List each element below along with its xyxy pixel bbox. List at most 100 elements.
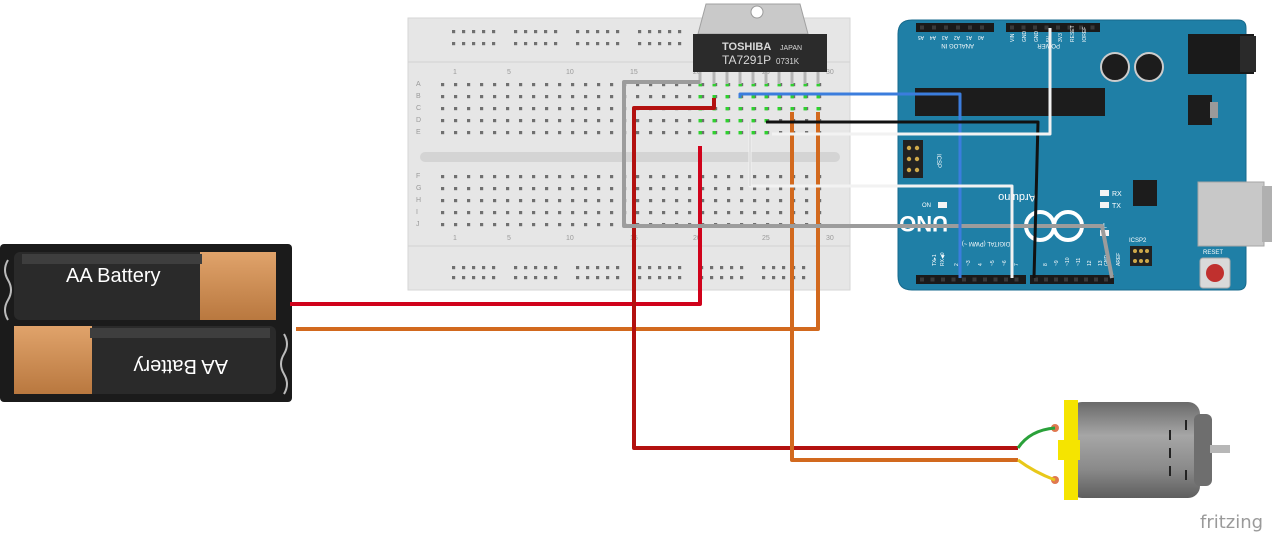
breadboard-hole <box>532 95 536 99</box>
breadboard-hole <box>649 83 653 87</box>
header-pin[interactable] <box>1090 25 1095 30</box>
header-pin[interactable] <box>1079 25 1083 30</box>
pin-label-4: 4 <box>978 263 984 266</box>
ta7291p-chip: TOSHIBA JAPAN TA7291P 0731K <box>693 3 827 84</box>
header-pin[interactable] <box>1033 25 1037 30</box>
header-pin[interactable] <box>972 277 977 282</box>
row-label-j: J <box>416 221 420 228</box>
breadboard-hole <box>740 187 744 191</box>
header-pins <box>920 25 1108 282</box>
header-pin[interactable] <box>920 25 924 30</box>
breadboard-hole <box>597 211 601 215</box>
pin-label-9: ~9 <box>1054 260 1060 266</box>
breadboard-hole <box>648 266 652 270</box>
pin-label-11: ~11 <box>1076 258 1082 266</box>
header-pin[interactable] <box>930 277 935 282</box>
header-pin[interactable] <box>983 277 987 282</box>
header-pin[interactable] <box>1021 25 1026 30</box>
connected-hole <box>751 95 755 99</box>
breadboard-hole <box>688 175 692 179</box>
icsp2-label: ICSP2 <box>1129 238 1147 244</box>
chip-leg <box>816 72 820 84</box>
breadboard-hole <box>648 30 652 34</box>
breadboard-hole <box>454 95 458 99</box>
breadboard-hole <box>649 187 653 191</box>
header-pin[interactable] <box>956 25 960 30</box>
connected-hole <box>751 107 755 111</box>
breadboard-hole <box>554 266 558 270</box>
breadboard-hole <box>576 30 580 34</box>
breadboard-hole <box>467 199 471 203</box>
breadboard-hole <box>658 266 662 270</box>
breadboard-hole <box>727 187 731 191</box>
header-pin[interactable] <box>1056 25 1060 30</box>
header-pin[interactable] <box>1044 25 1049 30</box>
breadboard-hole <box>701 119 705 123</box>
header-pin[interactable] <box>1084 277 1088 282</box>
header-pin[interactable] <box>1104 277 1108 282</box>
breadboard-hole <box>675 95 679 99</box>
breadboard-hole <box>662 187 666 191</box>
chip-part-number: TA7291P <box>722 53 771 67</box>
breadboard-hole <box>701 131 705 135</box>
connected-hole <box>698 95 702 99</box>
header-pin[interactable] <box>1064 277 1068 282</box>
breadboard-hole <box>662 83 666 87</box>
header-pin[interactable] <box>920 277 924 282</box>
header-pin[interactable] <box>951 277 956 282</box>
header-pin[interactable] <box>1074 277 1078 282</box>
breadboard-hole <box>688 187 692 191</box>
col-num-top-10: 10 <box>566 69 574 76</box>
wires <box>290 28 1114 482</box>
header-pin[interactable] <box>980 25 984 30</box>
breadboard-hole <box>658 276 662 280</box>
breadboard-hole <box>493 95 497 99</box>
breadboard-hole <box>740 199 744 203</box>
breadboard-hole <box>584 131 588 135</box>
connected-hole <box>738 131 742 135</box>
chip-date-code: 0731K <box>776 57 800 66</box>
breadboard-hole <box>467 107 471 111</box>
breadboard-hole <box>636 95 640 99</box>
breadboard-hole <box>492 42 496 46</box>
header-pin[interactable] <box>1014 277 1019 282</box>
breadboard-hole <box>519 199 523 203</box>
breadboard-hole <box>597 83 601 87</box>
battery-spring-2 <box>280 333 288 395</box>
header-pin[interactable] <box>962 277 966 282</box>
header-pin[interactable] <box>941 277 945 282</box>
breadboard-hole <box>467 83 471 87</box>
breadboard-hole <box>596 30 600 34</box>
header-pin[interactable] <box>1004 277 1008 282</box>
connected-hole <box>712 119 716 123</box>
header-pin[interactable] <box>968 25 972 30</box>
battery-1-positive-end <box>200 252 276 320</box>
breadboard-hole <box>740 266 744 270</box>
header-pin[interactable] <box>1054 277 1058 282</box>
breadboard-hole <box>558 187 562 191</box>
header-pin[interactable] <box>1010 25 1014 30</box>
breadboard-hole <box>576 266 580 270</box>
breadboard-hole <box>532 131 536 135</box>
header-pin[interactable] <box>932 25 936 30</box>
row-label-d: D <box>416 117 421 124</box>
header-pin[interactable] <box>1044 277 1048 282</box>
breadboard-hole <box>772 266 776 270</box>
breadboard-hole <box>779 175 783 179</box>
capacitor-1 <box>1100 52 1130 82</box>
header-pin[interactable] <box>1094 277 1098 282</box>
header-pin[interactable] <box>993 277 998 282</box>
header-pin[interactable] <box>944 25 948 30</box>
reset-button-cap[interactable] <box>1206 264 1224 282</box>
motor-lead-yellow <box>1017 458 1056 482</box>
connected-hole <box>725 83 729 87</box>
breadboard-hole <box>584 187 588 191</box>
breadboard-hole <box>782 276 786 280</box>
chip-mount-hole <box>750 5 764 19</box>
breadboard-hole <box>675 83 679 87</box>
breadboard-hole <box>714 211 718 215</box>
breadboard-hole <box>597 95 601 99</box>
header-pin[interactable] <box>1067 25 1072 30</box>
breadboard-hole <box>472 30 476 34</box>
header-pin[interactable] <box>1034 277 1038 282</box>
